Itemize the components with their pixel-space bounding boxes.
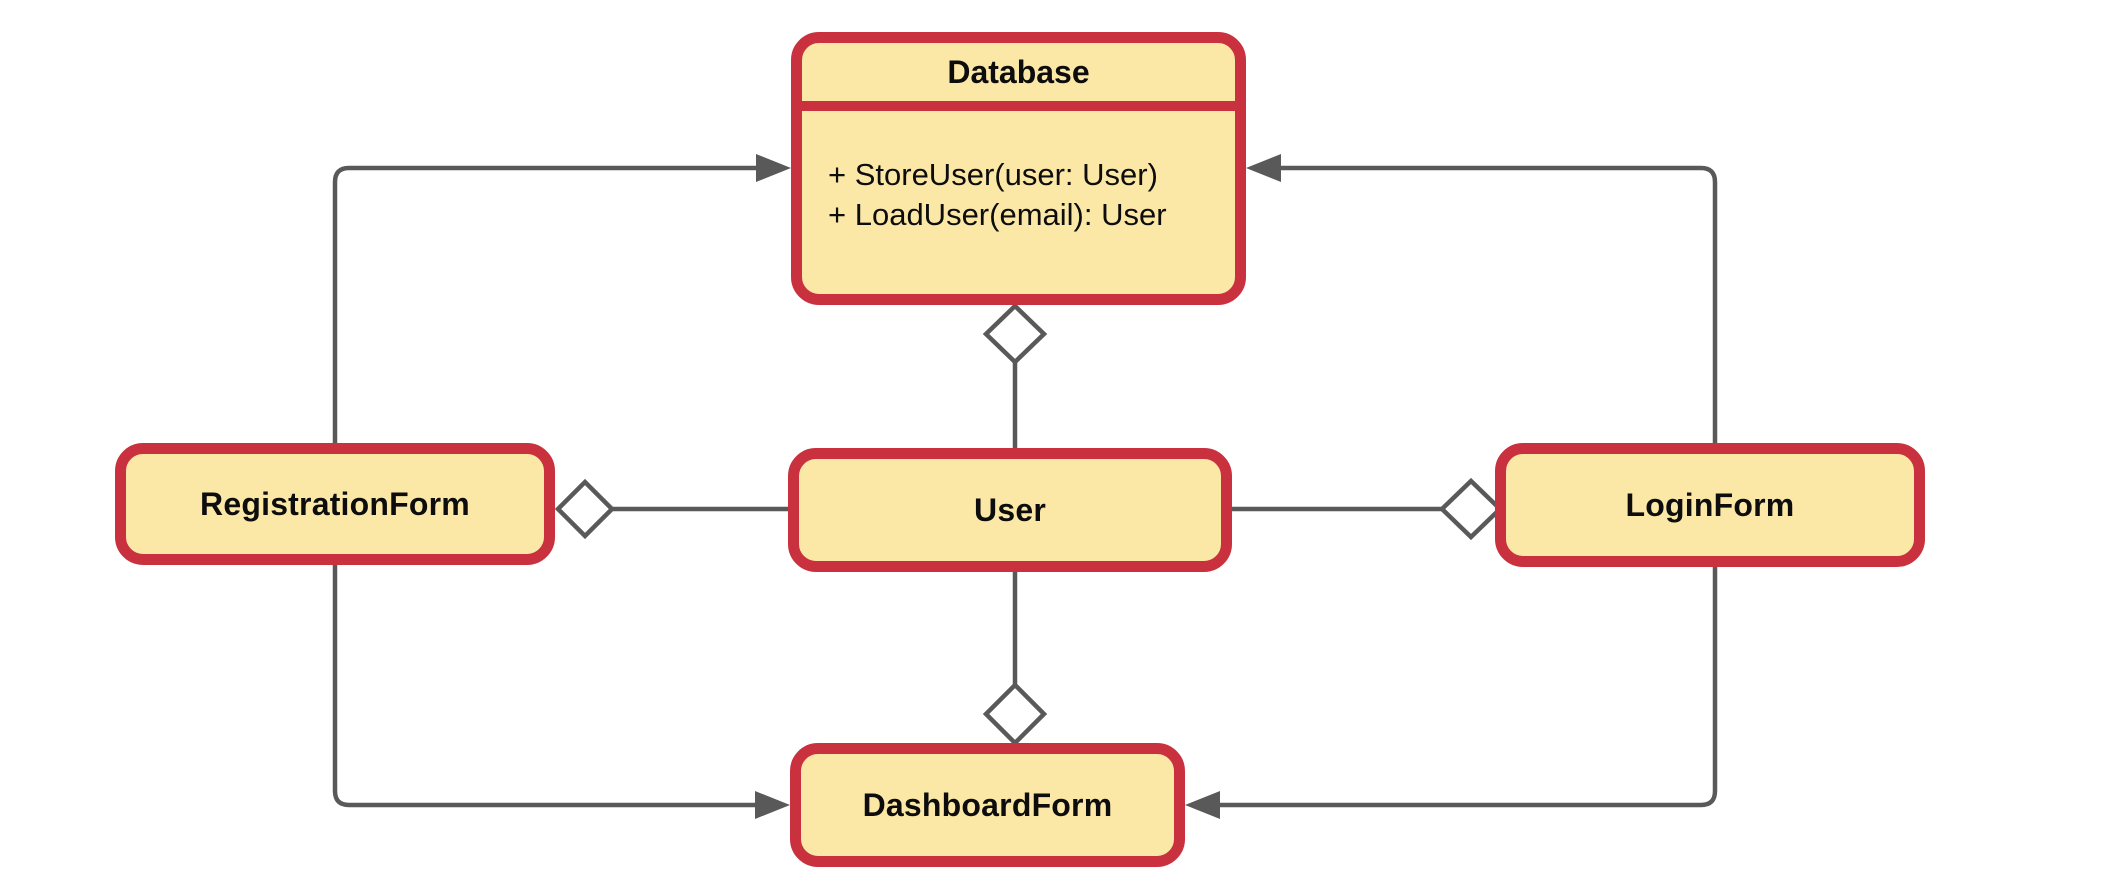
aggregation-diamond-icon: [982, 681, 1048, 747]
connector-loginform-user-aggregation: [1232, 477, 1504, 541]
connector-line: [1218, 567, 1718, 808]
connector-loginform-to-database: [1246, 154, 1718, 443]
connector-dashboardform-user-aggregation: [982, 572, 1048, 747]
connector-registrationform-to-dashboardform: [332, 565, 790, 819]
connector-registrationform-to-database: [332, 154, 791, 443]
class-name-label: DashboardForm: [862, 786, 1113, 823]
class-title-compartment: Database: [802, 43, 1235, 111]
connector-registrationform-user-aggregation: [554, 478, 788, 540]
aggregation-diamond-icon: [982, 302, 1048, 366]
arrowhead-icon: [1185, 791, 1220, 819]
class-name-label: LoginForm: [1625, 486, 1795, 523]
connector-loginform-to-dashboardform: [1185, 567, 1718, 819]
method-label: + LoadUser(email): User: [828, 197, 1167, 232]
arrowhead-icon: [756, 154, 791, 182]
connector-line: [332, 165, 758, 443]
class-name-label: Database: [947, 53, 1090, 90]
class-members-compartment: + StoreUser(user: User) + LoadUser(email…: [802, 111, 1235, 294]
class-name-label: User: [974, 491, 1046, 528]
method-label: + StoreUser(user: User): [828, 157, 1158, 192]
aggregation-diamond-icon: [1438, 477, 1504, 541]
class-name-label: RegistrationForm: [200, 485, 470, 522]
class-node-dashboardform: DashboardForm: [790, 743, 1185, 867]
connector-database-user-aggregation: [982, 302, 1048, 448]
arrowhead-icon: [1246, 154, 1281, 182]
class-node-registrationform: RegistrationForm: [115, 443, 555, 565]
aggregation-diamond-icon: [554, 478, 616, 540]
connector-line: [332, 565, 757, 808]
class-node-loginform: LoginForm: [1495, 443, 1925, 567]
class-node-database: Database + StoreUser(user: User) + LoadU…: [791, 32, 1246, 305]
connector-line: [1279, 165, 1718, 443]
class-node-user: User: [788, 448, 1232, 572]
arrowhead-icon: [755, 791, 790, 819]
